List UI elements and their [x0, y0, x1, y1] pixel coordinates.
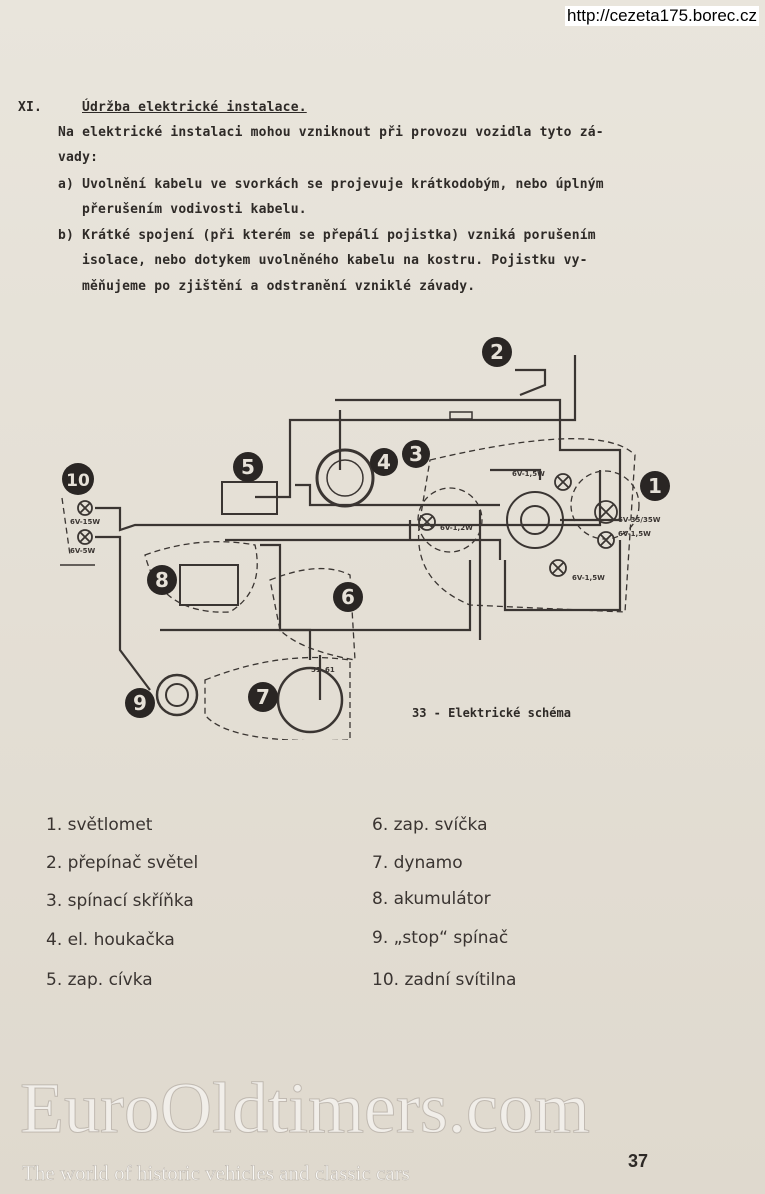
legend-item: 3. spínací skříňka [46, 891, 194, 911]
marker-4: 4 [370, 448, 398, 476]
bulb-label: 6V-5W [70, 547, 96, 555]
watermark-title: EuroOldtimers.com [20, 1068, 591, 1148]
marker-10: 10 [62, 463, 94, 495]
svg-text:4: 4 [377, 450, 391, 474]
body-line: měňujeme po zjištění a odstranění vznikl… [82, 279, 476, 294]
bulb-label: 6V-1,2W [440, 524, 473, 532]
svg-text:7: 7 [256, 685, 270, 709]
body-line: přerušením vodivosti kabelu. [82, 202, 307, 217]
marker-8: 8 [147, 565, 177, 595]
legend-item: 1. světlomet [46, 815, 153, 835]
svg-text:6: 6 [341, 585, 355, 609]
svg-text:1: 1 [648, 474, 662, 498]
marker-1: 1 [640, 471, 670, 501]
marker-5: 5 [233, 452, 263, 482]
body-line: isolace, nebo dotykem uvolněného kabelu … [82, 253, 588, 268]
bulb-label: 6V-1,5W [572, 574, 605, 582]
marker-3: 3 [402, 440, 430, 468]
body-line: a) Uvolnění kabelu ve svorkách se projev… [58, 177, 604, 192]
legend-item: 6. zap. svíčka [372, 815, 488, 835]
body-line: vady: [58, 150, 99, 165]
terminal-label: 51 [311, 666, 321, 674]
wiring-diagram: 6V-15W 6V-5W 6V-1,2W 6V-1,5W 6V-35/35W 6… [60, 337, 670, 740]
svg-text:5: 5 [241, 455, 255, 479]
section-title: Údržba elektrické instalace. [82, 100, 307, 115]
legend-item: 10. zadní svítilna [372, 970, 517, 990]
svg-text:8: 8 [155, 568, 169, 592]
body-line: Na elektrické instalaci mohou vzniknout … [58, 125, 604, 140]
legend-item: 4. el. houkačka [46, 930, 175, 950]
watermark-tagline: The world of historic vehicles and class… [22, 1161, 410, 1185]
svg-text:3: 3 [409, 442, 423, 466]
svg-text:10: 10 [66, 471, 90, 491]
legend-item: 7. dynamo [372, 853, 463, 873]
source-url: http://cezeta175.borec.cz [565, 6, 759, 27]
svg-text:2: 2 [490, 340, 504, 364]
figure-caption: 33 - Elektrické schéma [412, 706, 571, 720]
bulb-label: 6V-35/35W [618, 516, 661, 524]
legend-item: 5. zap. cívka [46, 970, 153, 990]
bulb-label: 6V-1,5W [618, 530, 651, 538]
terminal-label: 61 [325, 666, 335, 674]
legend-item: 2. přepínač světel [46, 853, 199, 873]
marker-2: 2 [482, 337, 512, 367]
marker-6: 6 [333, 582, 363, 612]
marker-7: 7 [248, 682, 278, 712]
marker-9: 9 [125, 688, 155, 718]
legend-item: 8. akumulátor [372, 889, 491, 909]
bulb-label: 6V-15W [70, 518, 100, 526]
bulb-label: 6V-1,5W [512, 470, 545, 478]
legend-item: 9. „stop“ spínač [372, 928, 509, 948]
page-number: 37 [628, 1151, 649, 1171]
section-number: XI. [18, 100, 43, 115]
svg-text:9: 9 [133, 691, 147, 715]
body-line: b) Krátké spojení (při kterém se přepálí… [58, 228, 596, 243]
